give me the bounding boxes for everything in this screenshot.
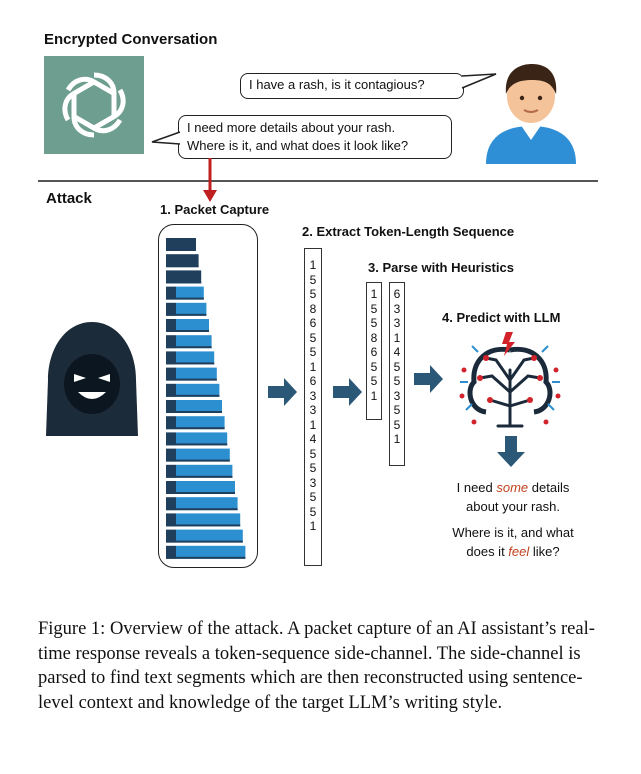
token-length-value: 3 (393, 316, 401, 330)
figure-caption: Figure 1: Overview of the attack. A pack… (38, 619, 595, 713)
packet-bar (166, 383, 220, 397)
prediction-highlight-some: some (496, 480, 529, 495)
prediction-line4-pre: does it (466, 544, 509, 559)
token-length-value: 5 (393, 359, 401, 374)
token-length-value: 1 (393, 432, 401, 446)
packet-bar (166, 351, 215, 365)
token-length-value: 1 (370, 388, 378, 403)
packet-bar (166, 254, 199, 268)
user-avatar-icon (476, 54, 586, 164)
hacker-icon (38, 318, 146, 438)
llm-prediction-text: I need some details about your rash. Whe… (428, 478, 598, 561)
prediction-line1-pre: I need (456, 480, 497, 495)
packet-bar (166, 529, 243, 543)
packet-bar (166, 416, 225, 430)
token-length-value: 6 (393, 287, 401, 301)
arrow-down-icon (497, 436, 525, 467)
token-length-value: 8 (370, 330, 378, 345)
packet-bar (166, 367, 217, 381)
token-length-value: 5 (309, 330, 317, 345)
assistant-message-bubble: I need more details about your rash. Whe… (178, 115, 452, 159)
step2-label: 2. Extract Token-Length Sequence (302, 224, 515, 239)
arrow-right-icon-1 (268, 378, 297, 406)
packet-bar (166, 319, 209, 332)
token-length-value: 1 (393, 330, 401, 345)
capture-arrow-icon (203, 158, 217, 202)
brain-llm-icon (456, 330, 564, 434)
packet-bars (166, 238, 246, 559)
prediction-line4: does it feel like? (428, 542, 598, 561)
assistant-bubble-tail (151, 131, 181, 145)
assistant-message-line2: Where is it, and what does it look like? (187, 138, 409, 153)
section-divider (38, 180, 598, 182)
prediction-line4-post: like? (529, 544, 560, 559)
prediction-line2: about your rash. (466, 499, 560, 514)
packet-bar (166, 432, 228, 446)
arrow-right-icon-3 (414, 365, 443, 393)
token-length-value: 3 (309, 475, 317, 490)
token-length-value: 1 (309, 417, 317, 432)
token-length-value: 8 (309, 301, 317, 316)
token-length-value: 5 (309, 504, 317, 519)
step1-label: 1. Packet Capture (160, 202, 270, 217)
token-length-value: 4 (393, 345, 401, 359)
user-message-bubble: I have a rash, is it contagious? (240, 73, 464, 99)
token-length-value: 1 (309, 519, 317, 533)
prediction-highlight-feel: feel (508, 544, 530, 559)
user-message-text: I have a rash, is it contagious? (249, 77, 425, 92)
prediction-line3: Where is it, and what (452, 525, 574, 540)
token-length-value: 5 (370, 301, 378, 316)
packet-bar (166, 400, 222, 413)
token-length-value: 5 (309, 490, 317, 504)
token-length-value: 6 (370, 345, 378, 359)
token-length-value: 3 (309, 388, 317, 403)
packet-bar (166, 481, 235, 494)
packet-bar (166, 513, 241, 527)
prediction-line1: I need some details (428, 478, 598, 497)
token-length-value: 1 (309, 359, 317, 374)
token-length-value: 1 (309, 258, 317, 272)
token-length-value: 5 (370, 316, 378, 330)
attack-title: Attack (46, 190, 92, 207)
packet-bar (166, 302, 207, 316)
token-length-value: 5 (309, 345, 317, 359)
packet-bar (166, 497, 238, 511)
packet-bar (166, 464, 233, 478)
token-length-value: 1 (370, 287, 378, 301)
token-length-value: 5 (370, 374, 378, 388)
token-length-value: 6 (309, 374, 317, 388)
token-length-value: 5 (309, 287, 317, 301)
prediction-line1-post: details (528, 480, 570, 495)
token-length-value: 5 (393, 403, 401, 417)
assistant-message-line1: I need more details about your rash. (187, 120, 396, 135)
token-length-value: 4 (309, 432, 317, 446)
packet-capture-box (158, 224, 258, 568)
encrypted-conversation-title: Encrypted Conversation (44, 31, 218, 48)
token-length-value: 5 (309, 272, 317, 287)
token-length-value: 3 (393, 388, 401, 403)
packet-bar (166, 238, 196, 251)
step3-label: 3. Parse with Heuristics (368, 260, 514, 275)
token-length-value: 6 (309, 316, 317, 330)
token-length-value: 5 (309, 461, 317, 475)
token-length-value: 3 (309, 403, 317, 417)
packet-bar (166, 270, 202, 284)
arrow-right-icon-2 (333, 378, 362, 406)
openai-logo-icon (44, 56, 144, 154)
packet-bar (166, 545, 246, 559)
packet-bar (166, 286, 204, 300)
token-length-value: 3 (393, 301, 401, 316)
token-length-value: 5 (393, 374, 401, 388)
token-length-value: 5 (393, 417, 401, 432)
packet-bar (166, 448, 230, 462)
token-length-value: 5 (309, 446, 317, 461)
step4-label: 4. Predict with LLM (442, 310, 561, 325)
token-length-value: 5 (370, 359, 378, 374)
packet-bar (166, 335, 212, 349)
user-bubble-tail (461, 73, 497, 89)
